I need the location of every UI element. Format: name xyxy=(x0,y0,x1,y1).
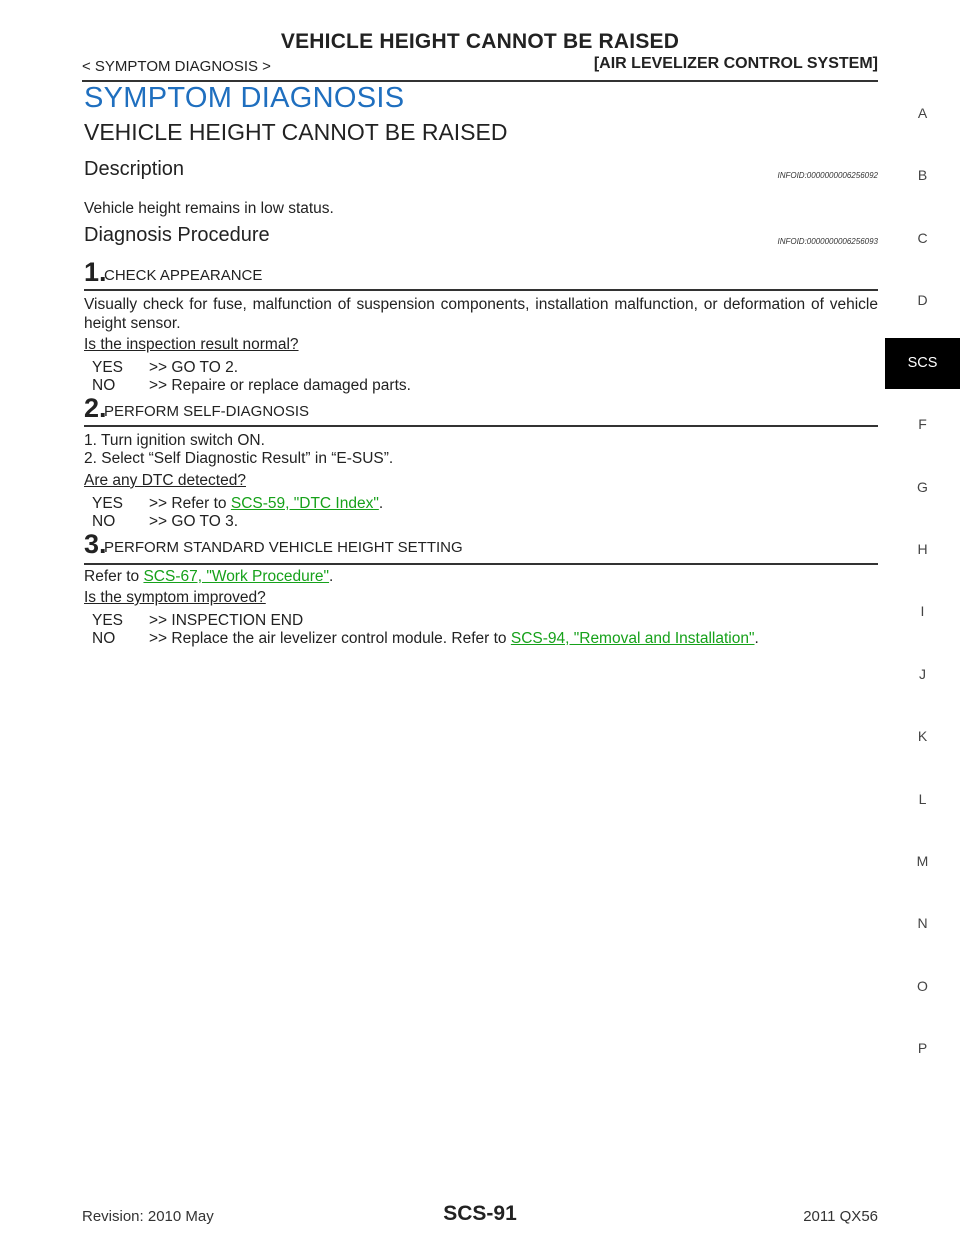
no-action-suffix: . xyxy=(754,630,759,647)
index-tab-k[interactable]: K xyxy=(917,728,928,744)
index-tab-b[interactable]: B xyxy=(917,167,928,183)
dtc-index-link[interactable]: SCS-59, "DTC Index" xyxy=(230,495,379,512)
step-divider xyxy=(84,563,878,565)
model-label: 2011 QX56 xyxy=(803,1208,878,1225)
index-tab-g[interactable]: G xyxy=(917,479,928,495)
step-divider xyxy=(84,289,878,291)
description-infoid: INFOID:0000000006256092 xyxy=(777,171,878,180)
index-tab-m[interactable]: M xyxy=(916,853,929,869)
index-tab-i[interactable]: I xyxy=(920,603,925,619)
index-tab-c[interactable]: C xyxy=(917,230,928,246)
procedure-heading: Diagnosis Procedure xyxy=(84,224,270,246)
no-action: >> Replace the air levelizer control mod… xyxy=(149,630,759,648)
description-text: Vehicle height remains in low status. xyxy=(84,200,334,217)
yes-action: >> GO TO 2. xyxy=(149,359,239,376)
step-question: Is the inspection result normal? xyxy=(84,336,299,353)
index-tab-h[interactable]: H xyxy=(917,541,928,557)
index-tab-a[interactable]: A xyxy=(917,105,928,121)
step-body-suffix: . xyxy=(329,568,334,585)
index-tab-d[interactable]: D xyxy=(917,292,928,308)
section-title: SYMPTOM DIAGNOSIS xyxy=(84,82,405,114)
step-number: 3. xyxy=(84,529,107,559)
page-header-title: VEHICLE HEIGHT CANNOT BE RAISED xyxy=(280,30,680,53)
no-label: NO xyxy=(92,630,116,647)
removal-installation-link[interactable]: SCS-94, "Removal and Installation" xyxy=(510,630,755,647)
step-number: 2. xyxy=(84,393,107,423)
step-question: Are any DTC detected? xyxy=(84,472,246,489)
index-tab-p[interactable]: P xyxy=(917,1040,928,1056)
step-question: Is the symptom improved? xyxy=(84,589,266,606)
yes-action-prefix: >> Refer to xyxy=(149,495,231,512)
revision-label: Revision: 2010 May xyxy=(82,1208,214,1225)
system-label: [AIR LEVELIZER CONTROL SYSTEM] xyxy=(593,55,878,72)
index-tab-o[interactable]: O xyxy=(917,978,928,994)
step-body-prefix: Refer to xyxy=(84,568,144,585)
no-label: NO xyxy=(92,377,116,394)
index-tab-n[interactable]: N xyxy=(917,915,928,931)
list-item: 2. Select “Self Diagnostic Result” in “E… xyxy=(84,450,394,467)
work-procedure-link[interactable]: SCS-67, "Work Procedure" xyxy=(143,568,330,585)
no-action: >> Repaire or replace damaged parts. xyxy=(149,377,411,394)
yes-label: YES xyxy=(92,495,124,512)
no-label: NO xyxy=(92,513,116,530)
subsection-title: VEHICLE HEIGHT CANNOT BE RAISED xyxy=(84,119,508,145)
yes-action: >> Refer to SCS-59, "DTC Index". xyxy=(149,495,383,513)
step-title: CHECK APPEARANCE xyxy=(104,267,263,284)
index-tab-scs-active[interactable]: SCS xyxy=(885,338,960,389)
step-body: Visually check for fuse, malfunction of … xyxy=(84,296,878,332)
step-number: 1. xyxy=(84,257,107,287)
procedure-infoid: INFOID:0000000006256093 xyxy=(777,237,878,246)
yes-action-suffix: . xyxy=(378,495,384,512)
index-tab-f[interactable]: F xyxy=(918,416,927,432)
step-title: PERFORM SELF-DIAGNOSIS xyxy=(104,403,310,420)
header-divider xyxy=(82,80,878,82)
description-heading: Description xyxy=(84,158,185,180)
list-item: 1. Turn ignition switch ON. xyxy=(84,432,265,449)
step-title: PERFORM STANDARD VEHICLE HEIGHT SETTING xyxy=(104,539,463,556)
index-tab-j[interactable]: J xyxy=(919,666,926,682)
step-divider xyxy=(84,425,878,427)
yes-label: YES xyxy=(92,612,124,629)
yes-label: YES xyxy=(92,359,124,376)
index-tab-l[interactable]: L xyxy=(918,791,927,807)
yes-action: >> INSPECTION END xyxy=(149,612,304,629)
breadcrumb: < SYMPTOM DIAGNOSIS > xyxy=(82,58,271,75)
step-body: Refer to SCS-67, "Work Procedure". xyxy=(84,567,333,586)
no-action-prefix: >> Replace the air levelizer control mod… xyxy=(149,630,511,647)
page-number: SCS-91 xyxy=(443,1202,517,1225)
no-action: >> GO TO 3. xyxy=(149,513,239,530)
